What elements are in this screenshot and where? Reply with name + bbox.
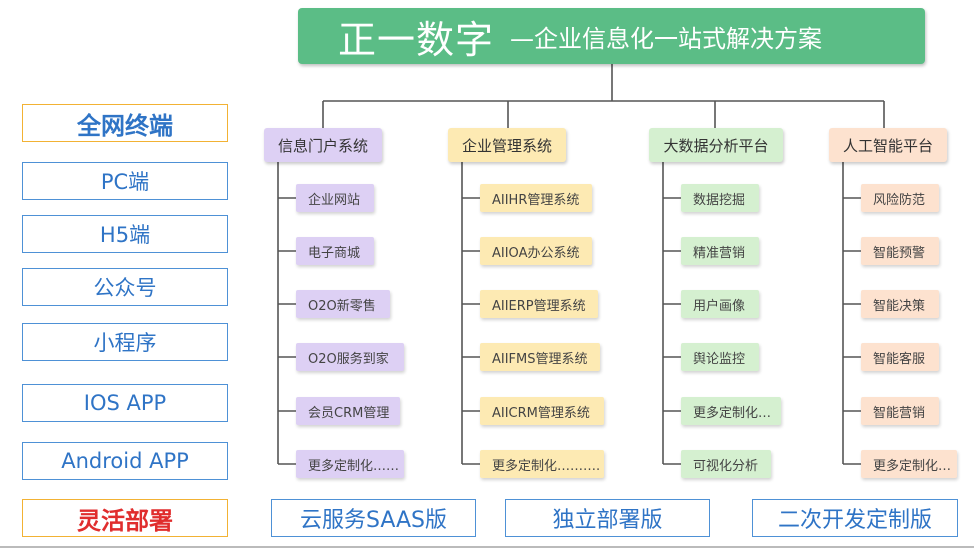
list-item[interactable]: AIIOA办公系统 [480,237,592,265]
sidebar-item-label: H5端 [99,223,151,247]
sidebar-item-label: PC端 [100,170,150,194]
list-item[interactable]: O2O新零售 [296,290,390,318]
category-management[interactable]: 企业管理系统 [448,128,566,162]
category-bigdata[interactable]: 大数据分析平台 [649,128,783,162]
list-item[interactable]: AIICRM管理系统 [480,397,604,425]
sidebar-item-flexible-deploy[interactable]: 灵活部署 [22,499,228,537]
sidebar-item-ios-app[interactable]: IOS APP [22,384,228,422]
list-item[interactable]: 用户画像 [681,290,759,318]
deploy-option-standalone[interactable]: 独立部署版 [505,499,710,537]
deploy-option-saas[interactable]: 云服务SAAS版 [271,499,476,537]
sidebar-item-label: IOS APP [83,391,167,415]
sidebar-item-label: 全网终端 [77,111,173,140]
category-title: 大数据分析平台 [663,136,769,155]
sidebar-item-official-account[interactable]: 公众号 [22,268,228,306]
sidebar-item-h5[interactable]: H5端 [22,215,228,253]
deploy-option-label: 云服务SAAS版 [299,508,448,533]
sidebar-item-pc[interactable]: PC端 [22,162,228,200]
category-title: 信息门户系统 [277,136,368,155]
category-title: 企业管理系统 [461,136,552,155]
list-item[interactable]: 可视化分析 [681,450,771,478]
list-item[interactable]: AIIHR管理系统 [480,184,592,212]
list-item[interactable]: 舆论监控 [681,343,759,371]
category-ai[interactable]: 人工智能平台 [829,128,947,162]
list-item[interactable]: 智能营销 [861,397,939,425]
deploy-option-label: 二次开发定制版 [777,508,932,533]
list-item[interactable]: 企业网站 [296,184,374,212]
header-title: 正一数字 [338,17,495,62]
list-item[interactable]: 会员CRM管理 [296,397,400,425]
list-item[interactable]: O2O服务到家 [296,343,404,371]
list-item[interactable]: 更多定制化… [681,397,781,425]
list-item[interactable]: 更多定制化………. [480,450,604,478]
list-item[interactable]: 电子商城 [296,237,374,265]
sidebar-item-label: 灵活部署 [77,506,173,535]
list-item[interactable]: AIIERP管理系统 [480,290,598,318]
list-item[interactable]: 数据挖掘 [681,184,759,212]
header-subtitle: —企业信息化一站式解决方案 [510,24,823,53]
deploy-option-label: 独立部署版 [552,508,663,533]
sidebar-item-mini-program[interactable]: 小程序 [22,323,228,361]
list-item[interactable]: AIIFMS管理系统 [480,343,600,371]
list-item[interactable]: 智能预警 [861,237,939,265]
sidebar-item-label: 公众号 [93,276,157,300]
header-banner: 正一数字 —企业信息化一站式解决方案 [298,8,925,64]
list-item[interactable]: 风险防范 [861,184,939,212]
sidebar-item-label: Android APP [61,449,189,473]
sidebar-item-android-app[interactable]: Android APP [22,442,228,480]
list-item[interactable]: 智能决策 [861,290,939,318]
sidebar-item-all-terminals[interactable]: 全网终端 [22,104,228,142]
sidebar-item-label: 小程序 [93,331,157,355]
deploy-option-custom[interactable]: 二次开发定制版 [752,499,958,537]
category-portal[interactable]: 信息门户系统 [264,128,382,162]
list-item[interactable]: 智能客服 [861,343,939,371]
list-item[interactable]: 精准营销 [681,237,759,265]
list-item[interactable]: 更多定制化… [861,450,957,478]
category-title: 人工智能平台 [842,136,933,155]
list-item[interactable]: 更多定制化…… [296,450,404,478]
